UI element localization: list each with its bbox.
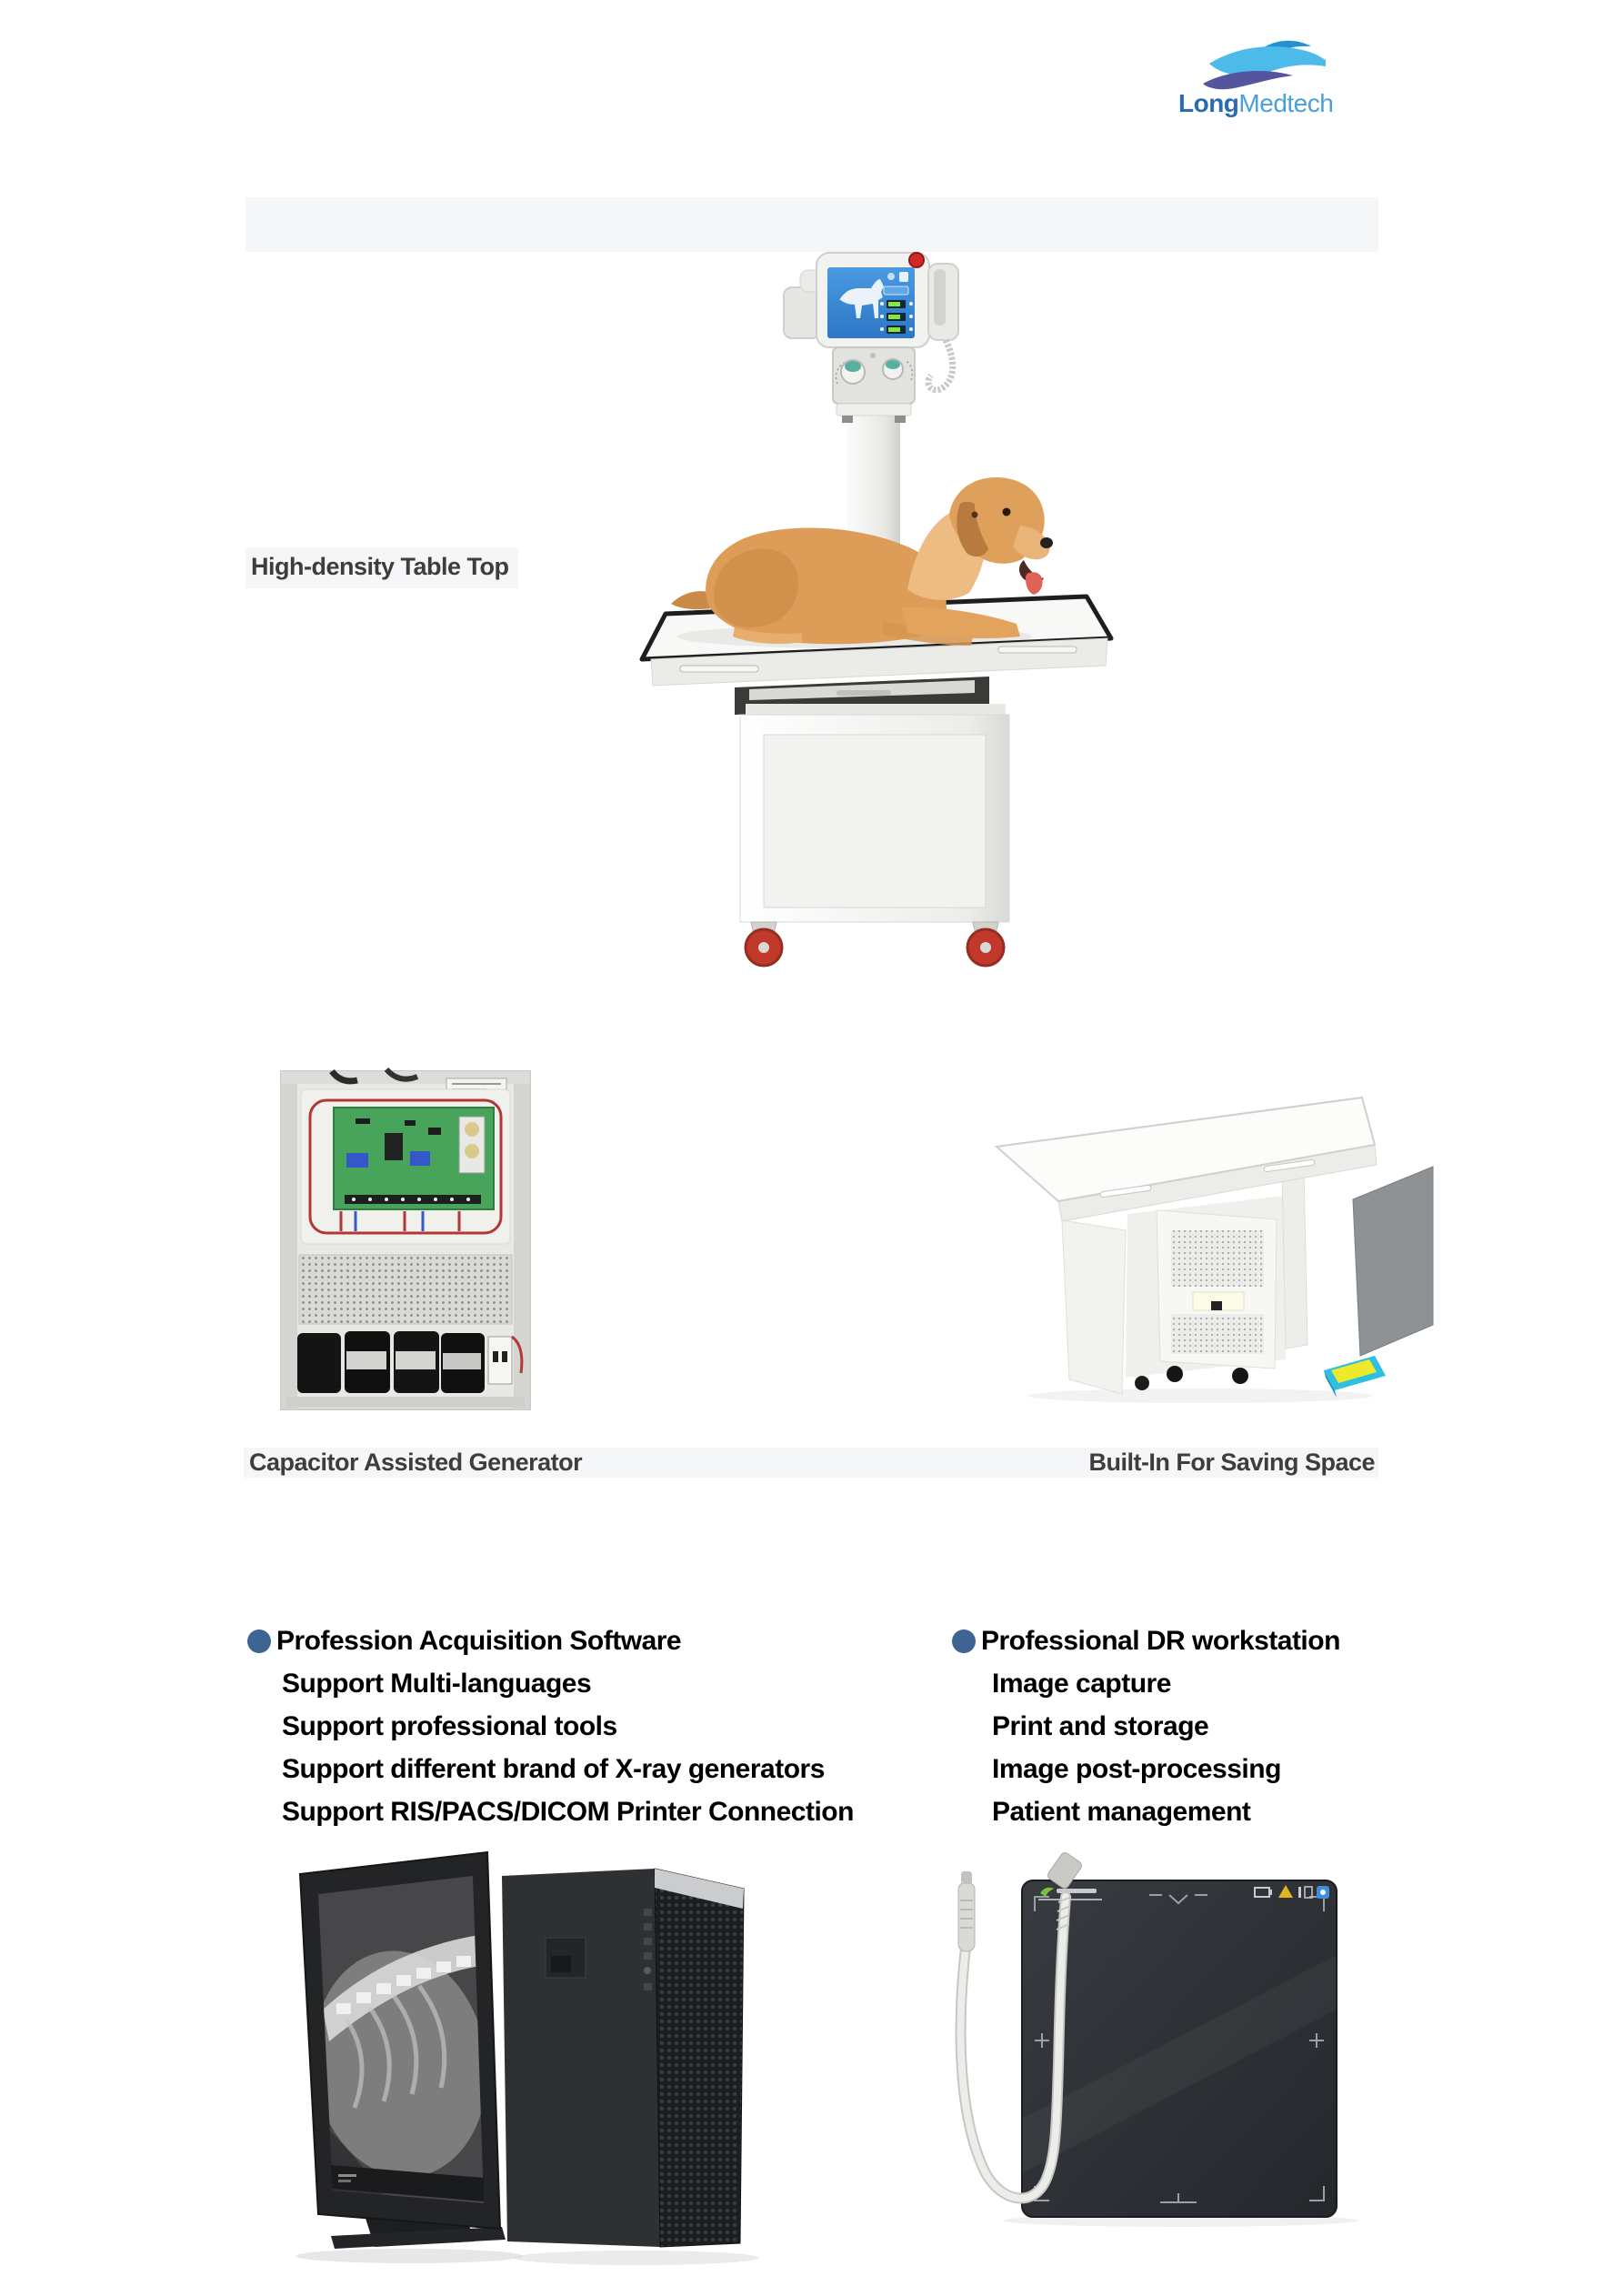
diagnostic-monitor <box>298 1850 506 2249</box>
software-feature-list: Profession Acquisition Software Support … <box>247 1619 957 1833</box>
software-list-heading: Profession Acquisition Software <box>276 1625 682 1656</box>
calibration-wedge <box>1324 1356 1386 1398</box>
workstation-figure <box>296 1850 759 2265</box>
workstation-tower <box>502 1868 745 2248</box>
flat-panel-detector-figure <box>955 1852 1358 2227</box>
coiled-cord <box>925 338 957 394</box>
list-item: Support different brand of X-ray generat… <box>282 1753 825 1784</box>
bullet-icon <box>952 1629 976 1653</box>
capacitor-bank <box>297 1331 524 1393</box>
coil-strain-relief <box>1056 1896 1072 1930</box>
cable-plug <box>957 1871 976 1952</box>
caption-strip: Capacitor Assisted Generator Built-In Fo… <box>244 1448 1378 1478</box>
detector-cable <box>955 1852 1082 2204</box>
wiring <box>339 1211 461 1231</box>
front-ports <box>644 1909 652 1990</box>
logo-brand-secondary: Medtech <box>1238 89 1334 117</box>
list-item: Patient management <box>992 1796 1251 1827</box>
swoosh-bird-icon <box>1203 40 1326 90</box>
hero-label: High-density Table Top <box>245 547 518 588</box>
xray-table <box>639 594 1114 968</box>
list-item: Image post-processing <box>992 1753 1281 1784</box>
vet-xray-system-figure <box>639 252 1114 968</box>
workstation-feature-list: Professional DR workstation Image captur… <box>952 1619 1443 1833</box>
red-wire-loop <box>308 1098 503 1235</box>
list-item: Support Multi-languages <box>282 1668 592 1699</box>
control-head <box>783 252 959 394</box>
flat-panel-leaning <box>1352 1166 1434 1357</box>
status-icons <box>1254 1885 1329 1899</box>
exposure-handset <box>934 269 946 326</box>
golden-retriever <box>671 476 1053 648</box>
detector-panel <box>1021 1880 1337 2218</box>
list-item: Print and storage <box>992 1710 1209 1741</box>
logo-wordmark: LongMedtech <box>1178 89 1334 118</box>
list-item: Support RIS/PACS/DICOM Printer Connectio… <box>282 1796 854 1827</box>
builtin-table-figure <box>994 1096 1434 1403</box>
built-in-table <box>994 1096 1378 1395</box>
workstation-list-heading: Professional DR workstation <box>981 1625 1340 1656</box>
capacitor-generator-figure <box>280 1067 531 1410</box>
dog-silhouette-on-screen <box>839 279 884 318</box>
caption-generator: Capacitor Assisted Generator <box>249 1449 583 1476</box>
list-item: Image capture <box>992 1668 1171 1699</box>
bullet-icon <box>247 1629 271 1653</box>
top-banner <box>245 197 1378 252</box>
casters <box>744 921 1006 968</box>
knob-panel <box>832 346 916 423</box>
control-pcb <box>333 1107 495 1210</box>
perforated-panel <box>298 1254 513 1325</box>
caption-builtin: Built-In For Saving Space <box>1088 1449 1375 1476</box>
fiducial-marks <box>1034 1894 1325 2203</box>
list-item: Support professional tools <box>282 1710 617 1741</box>
slide-out-generator <box>1135 1209 1277 1390</box>
exposure-readouts <box>880 300 913 334</box>
logo-brand-primary: Long <box>1178 89 1239 117</box>
